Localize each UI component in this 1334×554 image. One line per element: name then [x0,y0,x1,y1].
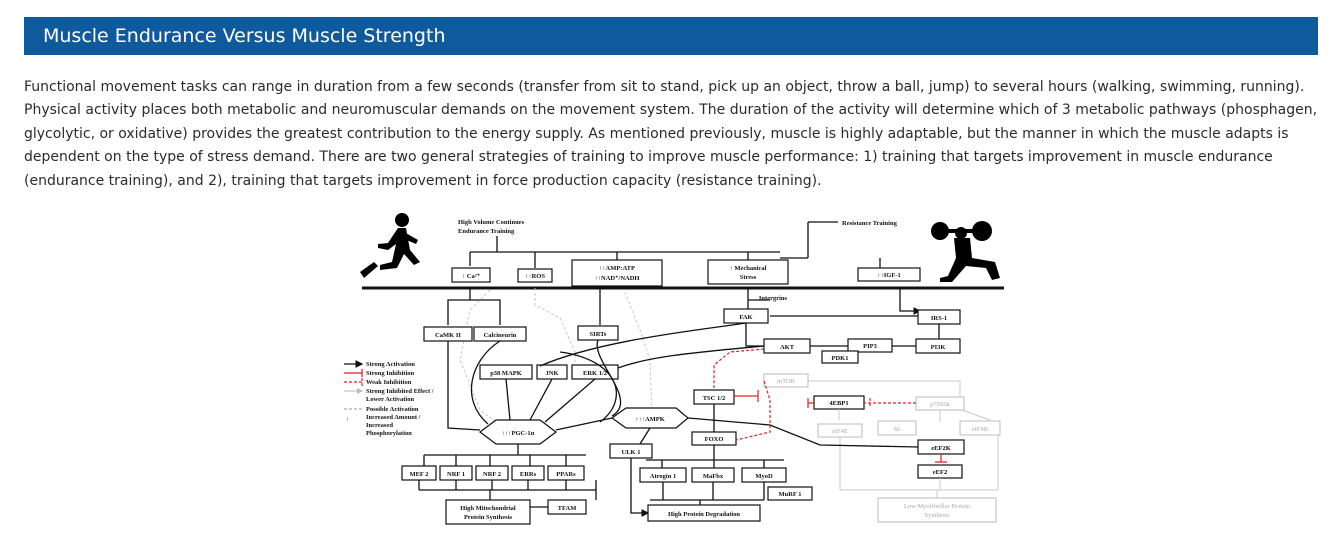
intro-paragraph: Functional movement tasks can range in d… [24,79,1318,189]
camk-label: CaMK II [435,332,461,339]
legend-up-arrow: ↑ [346,416,349,423]
foxo-label: FOXO [705,436,724,443]
s6-box [877,420,917,436]
integrins-label: Intergrins [759,295,788,302]
myod-label: MyoD [755,473,773,480]
nad-label: ↑↑NAD⁺/NADH [595,275,640,282]
amp-atp-label: ↑↑AMP:ATP [599,265,635,272]
calcineurin-label: Calcineurin [484,332,517,339]
runner-icon [360,213,420,278]
endurance-title-2: Endurance Training [458,228,515,235]
protein-degradation-label: High Protein Degradation [668,511,740,518]
mef2-label: MEF 2 [409,471,428,478]
murf1-box [767,486,813,501]
mitochondrial-synthesis-label-2: Protein Synthesis [464,514,513,521]
tfam-label: TFAM [558,505,577,512]
resistance-title: Resistance Training [842,220,898,227]
sirt-label: SIRTs [590,331,607,338]
atrogin-label: Atrogin 1 [650,473,676,480]
nrf2-label: NRF 2 [483,471,501,478]
section-title: Muscle Endurance Versus Muscle Strength [43,25,446,47]
igf-box [857,267,921,282]
pip3-label: PIP3 [863,343,877,350]
endurance-title-1: High Volume Continues [458,219,525,226]
eef2-label: eEF2 [933,469,947,476]
eef2k-label: eEF2K [931,445,951,452]
irs-label: IRS-1 [931,315,947,322]
mechanical-stress-label-2: Stress [740,274,757,281]
ca-box [451,267,491,283]
legend-increased-2: Increased [366,422,393,429]
mitochondrial-synthesis-label-1: High Mitochondrial [460,505,516,512]
ulk1-label: ULK 1 [622,449,641,456]
pgc-star [479,419,557,445]
low-myofibrillar-box [877,497,997,523]
legend-possible-activation: Possible Activation [366,406,419,413]
erk-label: ERK 1/2 [583,370,607,377]
legend-increased-1: Increased Amount / [366,414,421,421]
eif4e-label: eIF4E [832,428,848,435]
pgc-label: ↑↑↑PGC-1α [502,430,535,437]
ampk-label: ↑↑↑AMPK [635,416,665,423]
low-myofibrillar-label-2: Synthesis [925,512,950,519]
pi3k-label: PI3K [931,344,946,351]
legend-strong-inhibited-effect-1: Strong Inhibited Effect / [366,388,434,395]
tsc-label: TSC 1/2 [703,395,726,402]
legend-increased-3: Phosphorylation [366,430,412,437]
ros-box [517,268,553,283]
p70s6k-label: p70S6k [930,401,951,408]
nrf1-label: NRF 1 [447,471,465,478]
s6-label: S6 [894,426,902,433]
ca-label: ↑ Ca²⁺ [462,273,481,280]
jnk-label: JNK [546,370,559,377]
diagram-legend: Strong Activation Strong Inhibition Weak… [344,360,434,437]
eif4b-box [959,420,1001,436]
errs-label: ERRs [520,471,537,478]
4ebp1-label: 4EBP1 [829,400,848,407]
eif4b-label: eIF4B [972,426,989,433]
mafbx-label: MaFbx [703,473,724,480]
p38-mapk-label: p38 MAPK [490,370,522,377]
pdk1-box [821,350,859,364]
mechanical-stress-label-1: ↑ Mechanical [729,265,766,272]
amp-atp-box [571,259,663,287]
mitochondrial-synthesis-box [445,499,531,525]
protein-degradation-box [647,504,761,522]
pdk1-label: PDK1 [832,355,849,362]
legend-strong-activation: Strong Activation [366,361,415,368]
weightlifter-icon [931,221,1000,282]
igf-label: ↑↑IGF-1 [877,272,900,279]
fak-label: FAK [739,314,752,321]
ros-label: ↑↑ROS [525,273,545,280]
legend-strong-inhibition: Strong Inhibition [366,370,414,377]
low-myofibrillar-label-1: Low Myofibrillar Protein [904,503,971,510]
ppars-label: PPARs [556,471,576,478]
legend-weak-inhibition: Weak Inhibition [366,379,412,386]
akt-label: AKT [780,344,795,351]
legend-strong-inhibited-effect-2: Lower Activation [366,396,414,403]
mtor-label: mTOR [777,378,796,385]
mechanical-stress-box [707,259,789,285]
murf1-label: MuRF 1 [778,491,801,498]
section-header: Muscle Endurance Versus Muscle Strength [24,17,1318,55]
